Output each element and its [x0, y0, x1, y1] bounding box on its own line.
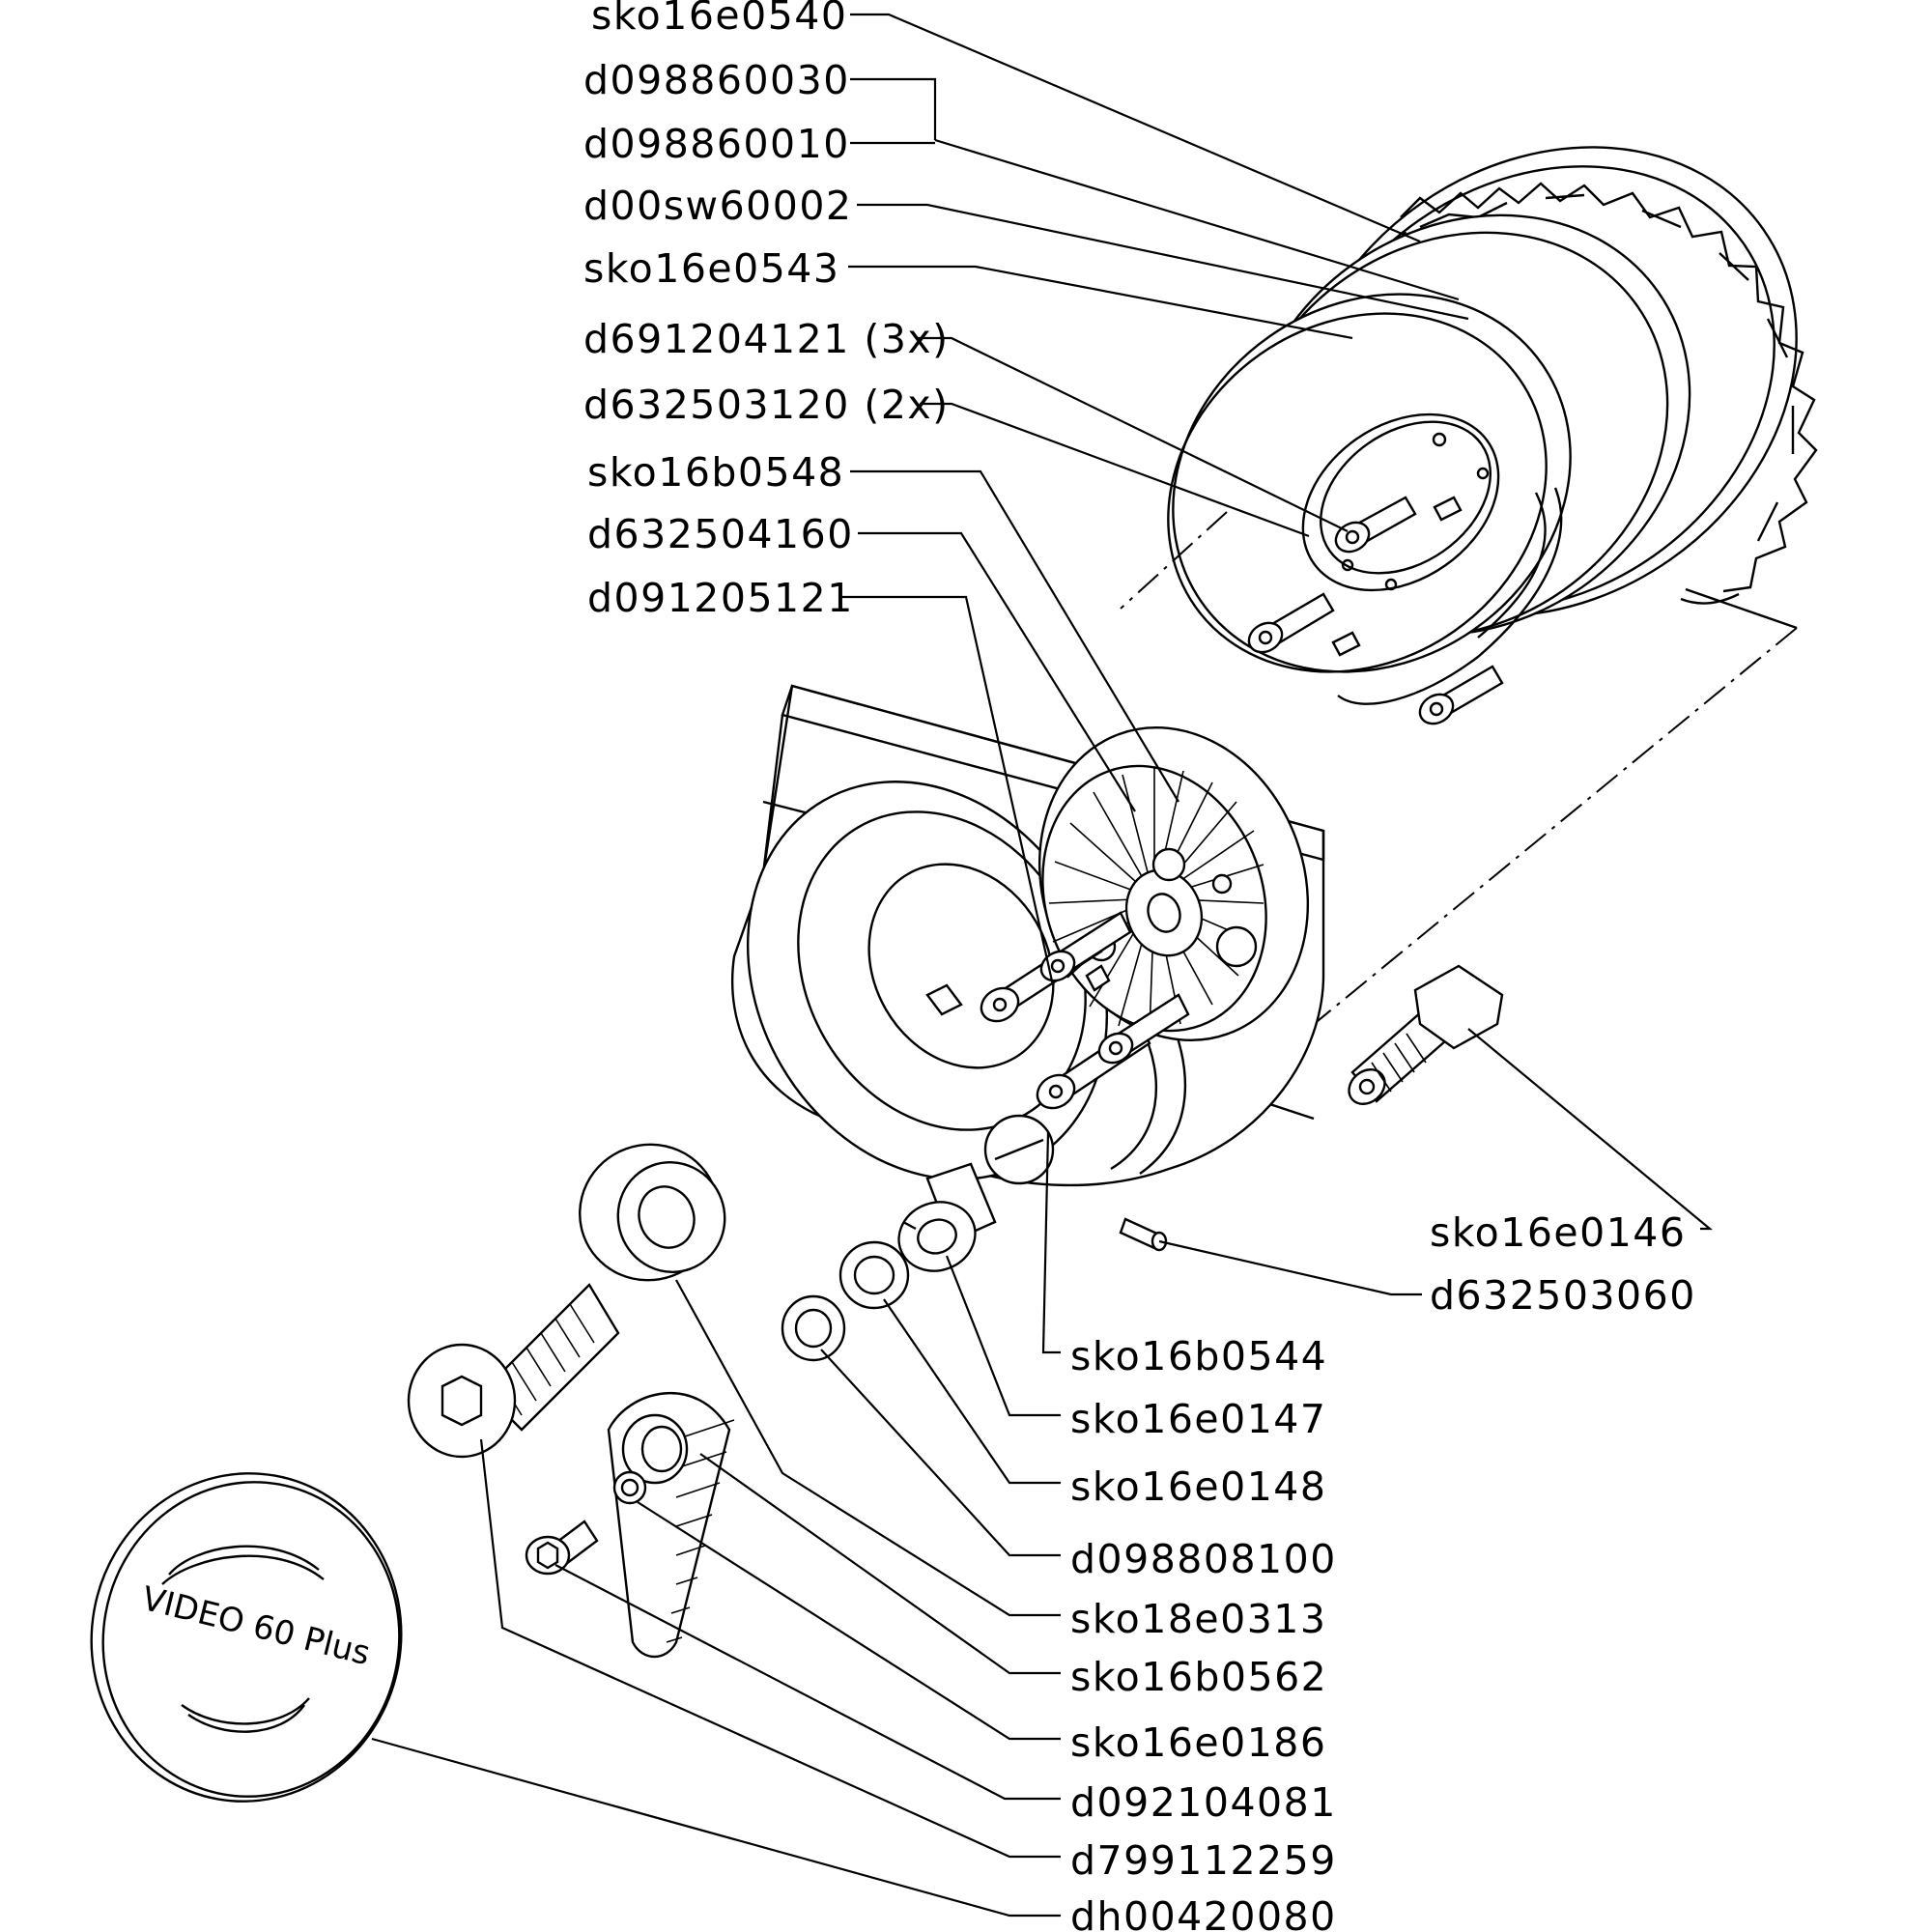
locating-pin	[983, 1114, 1168, 1252]
rotor-screw	[1097, 993, 1190, 1065]
bearing-ring	[579, 1143, 726, 1282]
callout-labels: sko16e0540 d098860030 d098860010 d00sw60…	[583, 0, 1696, 1932]
callout-label: sko16b0548	[587, 449, 844, 496]
shoulder-bolt	[1348, 964, 1504, 1105]
callout-label: d092104081	[1070, 1779, 1337, 1826]
set-screw	[525, 1520, 599, 1576]
callout-label: d098808100	[1070, 1536, 1337, 1582]
shaft-coupling	[897, 1162, 997, 1272]
callout-label: sko16e0186	[1070, 1719, 1326, 1766]
callout-label: d098860010	[583, 121, 850, 167]
rotor-disc	[1037, 726, 1310, 1041]
washer-small	[781, 1294, 846, 1362]
countersunk-screw	[407, 1283, 620, 1459]
clamp-lever	[607, 1392, 735, 1659]
callout-label: d632503060	[1430, 1272, 1696, 1319]
callout-label: d00sw60002	[583, 183, 853, 229]
callout-label: sko16e0147	[1070, 1396, 1326, 1442]
rotor-screws	[980, 911, 1190, 1110]
callout-label: sko16e0146	[1430, 1209, 1686, 1256]
flange-screw	[1418, 665, 1504, 725]
callout-label: sko18e0313	[1070, 1596, 1326, 1642]
callout-label: sko16e0543	[583, 245, 839, 292]
callout-label: sko16b0544	[1070, 1333, 1327, 1379]
callout-label: dh00420080	[1070, 1893, 1337, 1932]
callout-label: d091205121	[587, 575, 854, 621]
callout-label: d691204121 (3x)	[583, 316, 950, 362]
leader-lines	[371, 13, 1714, 1918]
callout-label: d098860030	[583, 57, 850, 103]
callout-label: sko16e0540	[591, 0, 847, 39]
callout-label: sko16e0148	[1070, 1463, 1326, 1510]
callout-label: sko16b0562	[1070, 1654, 1327, 1700]
callout-label: d632504160	[587, 511, 854, 557]
washer-large	[838, 1240, 910, 1310]
callout-label: d632503120 (2x)	[583, 382, 950, 428]
flange-screw	[1247, 592, 1335, 654]
brand-cap: VIDEO 60 Plus	[90, 1472, 403, 1803]
callout-label: d799112259	[1070, 1837, 1337, 1884]
flange-plate	[1167, 293, 1572, 725]
flange-screw	[1334, 496, 1417, 554]
